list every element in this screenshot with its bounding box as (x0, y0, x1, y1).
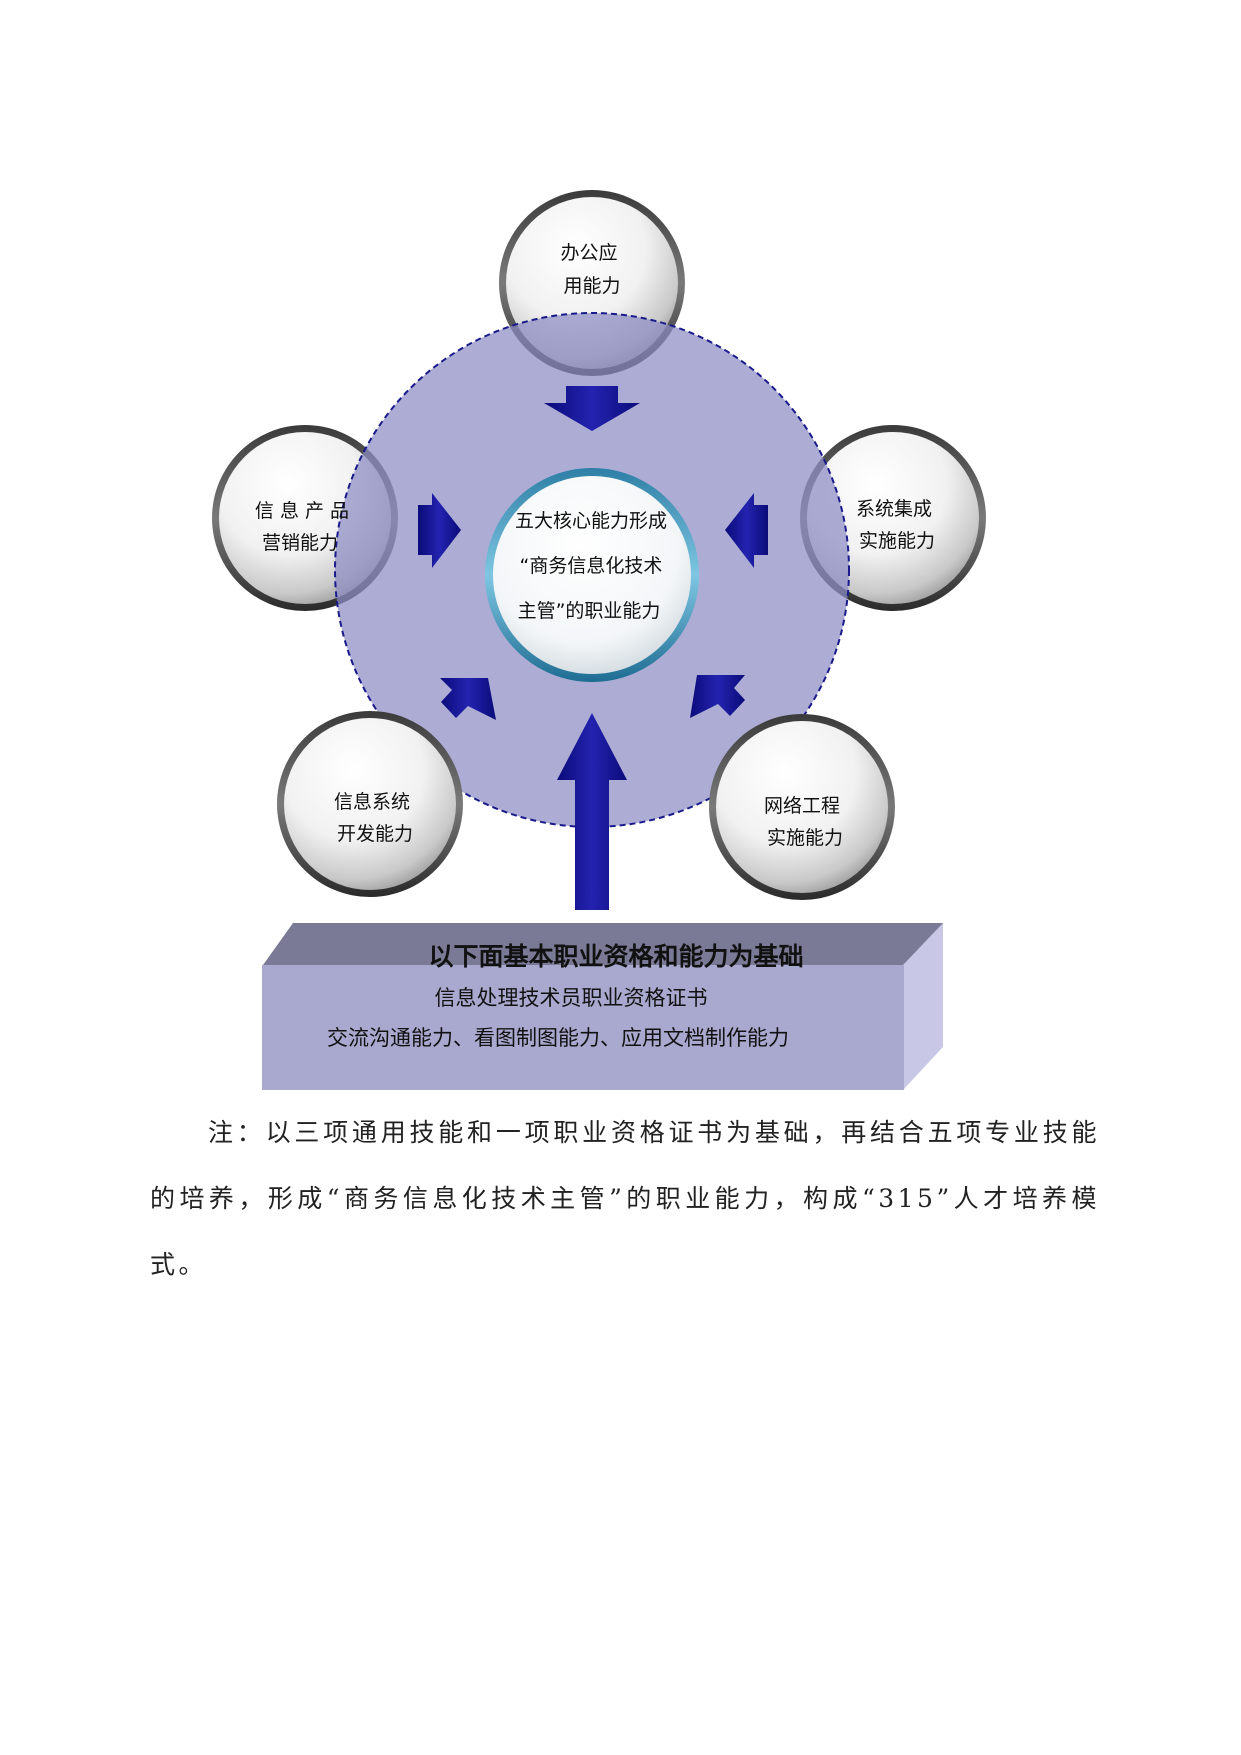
base-line-1: 信息处理技术员职业资格证书 (435, 986, 708, 1010)
arrow-from-top (544, 386, 640, 431)
node-integration-label: 系统集成 实施能力 (856, 498, 938, 552)
center-label: 五大核心能力形成 “商务信息化技术 主管”的职业能力 (515, 510, 673, 622)
base-title: 以下面基本职业资格和能力为基础 (428, 942, 803, 971)
arrow-from-bottom-right (690, 675, 745, 718)
node-development (277, 711, 463, 897)
capability-diagram: 办公应 用能力 信 息 产 品 营销能力 系统集成 实施能力 信息系统 开发能力… (212, 190, 986, 1090)
base-line-2: 交流沟通能力、看图制图能力、应用文档制作能力 (327, 1026, 789, 1050)
arrow-from-base (557, 713, 627, 910)
arrow-from-right (725, 493, 768, 568)
node-development-label: 信息系统 开发能力 (334, 791, 416, 845)
node-network (709, 714, 895, 900)
node-network-label: 网络工程 实施能力 (764, 795, 846, 849)
arrow-from-bottom-left (440, 678, 496, 720)
arrow-from-left (418, 493, 461, 568)
base-box (262, 923, 943, 1090)
note-paragraph: 注：以三项通用技能和一项职业资格证书为基础，再结合五项专业技能的培养，形成“商务… (150, 1118, 1100, 1279)
node-marketing-label: 信 息 产 品 营销能力 (255, 500, 355, 554)
center-circle (485, 468, 699, 682)
node-office-label: 办公应 用能力 (560, 242, 623, 297)
